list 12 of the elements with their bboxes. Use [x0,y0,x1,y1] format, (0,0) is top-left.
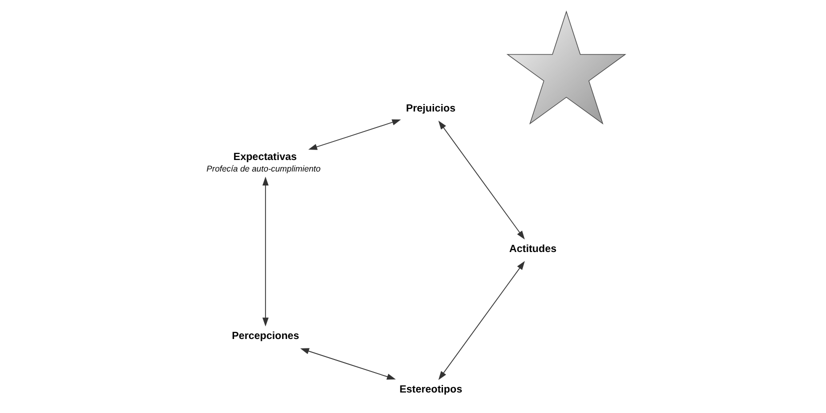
arrow [438,120,525,240]
arrow [308,118,401,150]
node-label: Profecía de auto-cumplimiento [206,163,321,174]
arrow [438,260,525,380]
node-text: Expectativas [233,152,297,163]
arrow [300,348,396,380]
node-text: Estereotipos [399,384,462,396]
node-text: Percepciones [232,330,300,342]
node-text: Prejuicios [406,103,456,114]
node-text: Actitudes [509,244,556,255]
node-star [506,10,626,124]
arrow [262,176,269,326]
